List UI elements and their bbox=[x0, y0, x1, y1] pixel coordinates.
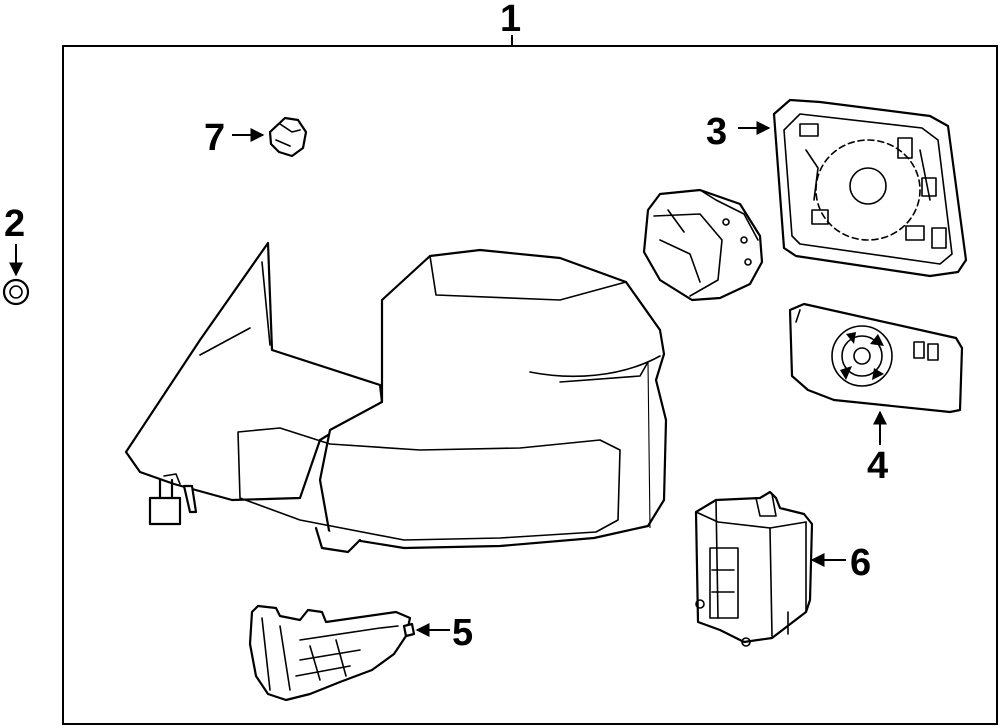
part-1-mirror-housing bbox=[124, 241, 668, 554]
part-3-backing-plate bbox=[738, 98, 968, 278]
callout-6: 6 bbox=[850, 542, 871, 584]
callout-1: 1 bbox=[500, 0, 521, 40]
callout-3: 3 bbox=[706, 111, 727, 153]
callout-5: 5 bbox=[452, 612, 473, 654]
part-2-nut bbox=[2, 244, 30, 306]
assembly-frame bbox=[62, 35, 998, 725]
callout-4: 4 bbox=[867, 445, 888, 487]
callout-7: 7 bbox=[204, 117, 225, 159]
callout-2: 2 bbox=[4, 203, 25, 245]
part-4-mirror-glass bbox=[788, 302, 964, 445]
mirror-motor bbox=[642, 188, 764, 302]
part-7-clip bbox=[232, 116, 308, 158]
part-5-signal-lamp bbox=[248, 604, 450, 702]
part-6-control-module bbox=[694, 490, 846, 647]
